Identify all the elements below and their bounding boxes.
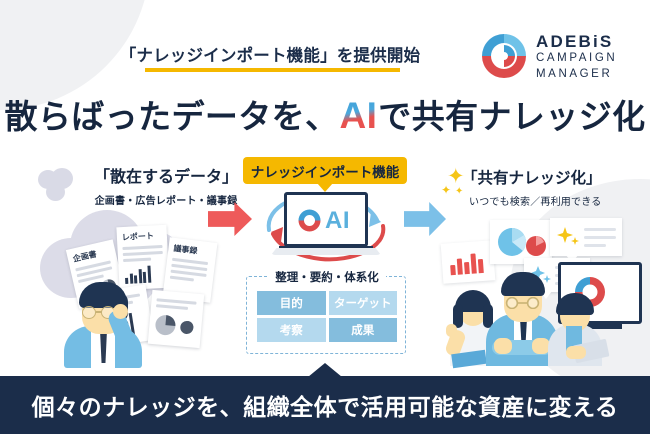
main-headline: 散らばったデータを、AIで共有ナレッジ化 <box>0 90 650 138</box>
headline-text-after: で共有ナレッジ化 <box>378 98 646 135</box>
ai-laptop-illustration: AI <box>255 186 397 268</box>
adebis-swirl-icon <box>478 30 530 82</box>
headline-text-before: 散らばったデータを、 <box>4 98 339 135</box>
sparkle-icon-large: ✦ <box>447 165 465 188</box>
worried-businessman-illustration <box>58 280 148 368</box>
document-label: 議事録 <box>172 243 198 256</box>
knowledge-import-badge: ナレッジインポート機能 <box>243 157 407 192</box>
bottom-banner: 個々のナレッジを、組織全体で活用可能な資産に変える <box>0 363 650 434</box>
feature-cell-grid: 目的 ターゲット 考察 成果 <box>257 291 397 342</box>
header: 「ナレッジインポート機能」を提供開始 <box>0 30 650 90</box>
right-section-subtitle: いつでも検索／再利用できる <box>469 197 602 208</box>
person-man-right-illustration <box>544 290 610 366</box>
scattered-data-illustration: 企画書 レポート 議事録 <box>22 196 222 368</box>
feature-cell-purpose: 目的 <box>257 291 326 315</box>
monitor-stand <box>578 324 622 329</box>
feature-cell-outcome: 成果 <box>328 318 397 342</box>
header-subtitle: 「ナレッジインポート機能」を提供開始 <box>119 47 421 65</box>
feature-cell-consideration: 考察 <box>257 318 326 342</box>
bottom-banner-text: 個々のナレッジを、組織全体で活用可能な資産に変える <box>31 394 619 420</box>
left-section-label: 「散在するデータ」 企画書・広告レポート・議事録 <box>66 163 266 207</box>
organize-summarize-structure-box: 整理・要約・体系化 目的 ターゲット 考察 成果 <box>246 272 406 354</box>
headline-ai-highlight: AI <box>339 95 378 136</box>
laptop-screen: AI <box>284 192 368 247</box>
sparkle-icon-small: ✦ <box>455 186 464 197</box>
right-section-label: 「共有ナレッジ化」 いつでも検索／再利用できる <box>462 166 650 208</box>
adebis-mark-small-icon <box>297 208 322 233</box>
person-man-center-illustration <box>484 268 560 366</box>
sparkle-icon-medium: ✦ <box>441 183 452 197</box>
document-label: 企画書 <box>72 249 98 264</box>
laptop-ai-label: AI <box>325 207 350 234</box>
adebis-campaign-manager-logo: ADEBiS CAMPAIGN MANAGER <box>478 28 640 84</box>
left-section-title: 「散在するデータ」 <box>93 169 238 186</box>
glasses-icon <box>504 296 542 310</box>
right-section-title: 「共有ナレッジ化」 <box>462 170 602 187</box>
speech-bubble-sparkle-top <box>550 218 622 263</box>
logo-line-3: MANAGER <box>536 67 613 80</box>
feature-cell-target: ターゲット <box>328 291 397 315</box>
glasses-icon <box>82 306 122 319</box>
shared-knowledge-illustration <box>438 214 650 369</box>
logo-line-2: CAMPAIGN <box>536 52 618 65</box>
cloud-decoration-icon <box>36 168 78 202</box>
badge-label: ナレッジインポート機能 <box>250 164 400 180</box>
logo-line-1: ADEBiS <box>536 32 614 51</box>
feature-box-title-wrap: 整理・要約・体系化 <box>247 268 407 286</box>
feature-box-title: 整理・要約・体系化 <box>268 272 386 284</box>
chart-card-pies <box>490 220 552 264</box>
left-section-subtitle: 企画書・広告レポート・議事録 <box>94 196 238 207</box>
document-label: レポート <box>121 231 155 243</box>
document-card-pie <box>147 289 205 349</box>
header-underline <box>145 68 400 72</box>
logo-wordmark: ADEBiS CAMPAIGN MANAGER <box>536 32 618 82</box>
